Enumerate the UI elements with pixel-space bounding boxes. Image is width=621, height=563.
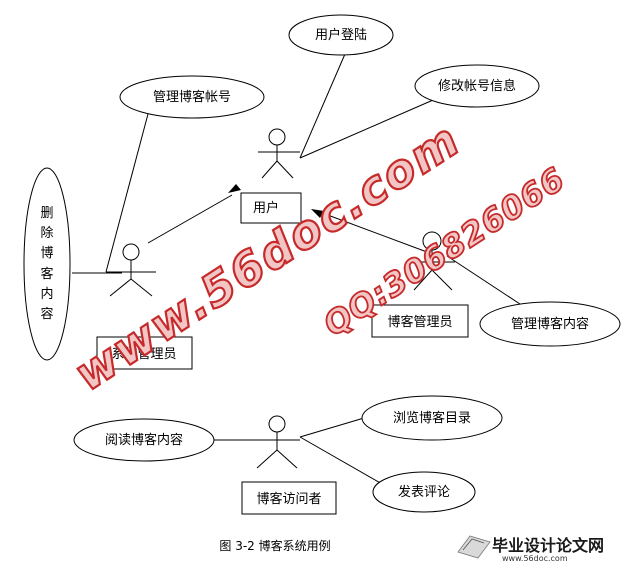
usecase-login-label: 用户登陆 — [315, 27, 367, 43]
actor-visitor-figure — [254, 415, 300, 469]
usecase-delete-content-ellipse — [23, 167, 71, 361]
line-visitor-comment — [299, 436, 383, 485]
usecase-delete-char: 客 — [40, 266, 53, 282]
usecase-read-content-ellipse — [73, 418, 215, 462]
actor-sys-admin-figure — [106, 243, 156, 297]
usecase-manage-account: 管理博客帐号 — [119, 75, 265, 119]
usecase-post-comment: 发表评论 — [372, 471, 476, 513]
usecase-manage-account-label: 管理博客帐号 — [153, 89, 231, 105]
usecase-read-content: 阅读博客内容 — [73, 418, 215, 462]
figure-caption: 图 3-2 博客系统用例 — [219, 538, 330, 553]
usecase-post-comment-ellipse — [372, 471, 476, 513]
usecase-read-content-label: 阅读博客内容 — [105, 432, 183, 448]
usecase-modify-account-label: 修改帐号信息 — [438, 78, 516, 94]
line-user-login — [299, 53, 346, 159]
actor-visitor-label: 博客访问者 — [256, 491, 321, 507]
actor-sys-admin-label: 系统管理员 — [111, 347, 176, 362]
actor-blog-admin-figure — [411, 231, 455, 291]
usecase-delete-char: 除 — [40, 226, 53, 241]
usecase-browse-catalog: 浏览博客目录 — [361, 395, 503, 441]
usecase-post-comment-label: 发表评论 — [398, 484, 450, 500]
usecase-manage-account-ellipse — [119, 75, 265, 119]
actor-user-label: 用户 — [253, 200, 279, 216]
line-visitor-browse — [299, 417, 365, 438]
usecase-manage-content: 管理博客内容 — [479, 301, 621, 347]
actor-visitor-box — [241, 481, 337, 515]
usecase-browse-catalog-label: 浏览博客目录 — [393, 410, 471, 426]
usecase-manage-content-label: 管理博客内容 — [511, 316, 589, 332]
line-admin-manage-account — [105, 113, 149, 273]
actor-sys-admin-box — [96, 336, 193, 370]
logo-name: 毕业设计论文网 — [492, 536, 604, 555]
usecase-delete-char: 容 — [40, 306, 53, 322]
usecase-delete-char: 博 — [40, 246, 53, 261]
line-blogadmin-user — [316, 210, 428, 253]
arrowhead-admin-user — [228, 184, 241, 193]
actor-user-box — [240, 192, 302, 224]
arrowhead-blogadmin-user — [311, 209, 324, 218]
usecase-delete-char: 内 — [40, 286, 53, 302]
logo-url: www.56doc.com — [502, 554, 568, 563]
usecase-delete-char: 删 — [40, 206, 53, 221]
line-user-modify — [299, 96, 441, 159]
usecase-manage-content-ellipse — [479, 301, 621, 347]
actor-user-figure — [258, 128, 300, 179]
usecase-modify-account-ellipse — [414, 64, 540, 108]
line-admin-user — [147, 194, 233, 244]
line-blogadmin-manage-content — [446, 255, 524, 307]
usecase-login-ellipse — [288, 14, 394, 56]
usecase-browse-catalog-ellipse — [361, 395, 503, 441]
usecase-modify-account: 修改帐号信息 — [414, 64, 540, 108]
actor-blog-admin-label: 博客管理员 — [387, 314, 452, 330]
association-lines — [72, 53, 524, 485]
site-logo: 毕业设计论文网 www.56doc.com — [457, 535, 604, 563]
usecase-login: 用户登陆 — [288, 14, 394, 56]
logo-emblem-icon — [457, 535, 491, 559]
actor-blog-admin-box — [371, 304, 469, 338]
usecase-delete-content: 删 除 博 客 内 容 — [23, 167, 71, 361]
